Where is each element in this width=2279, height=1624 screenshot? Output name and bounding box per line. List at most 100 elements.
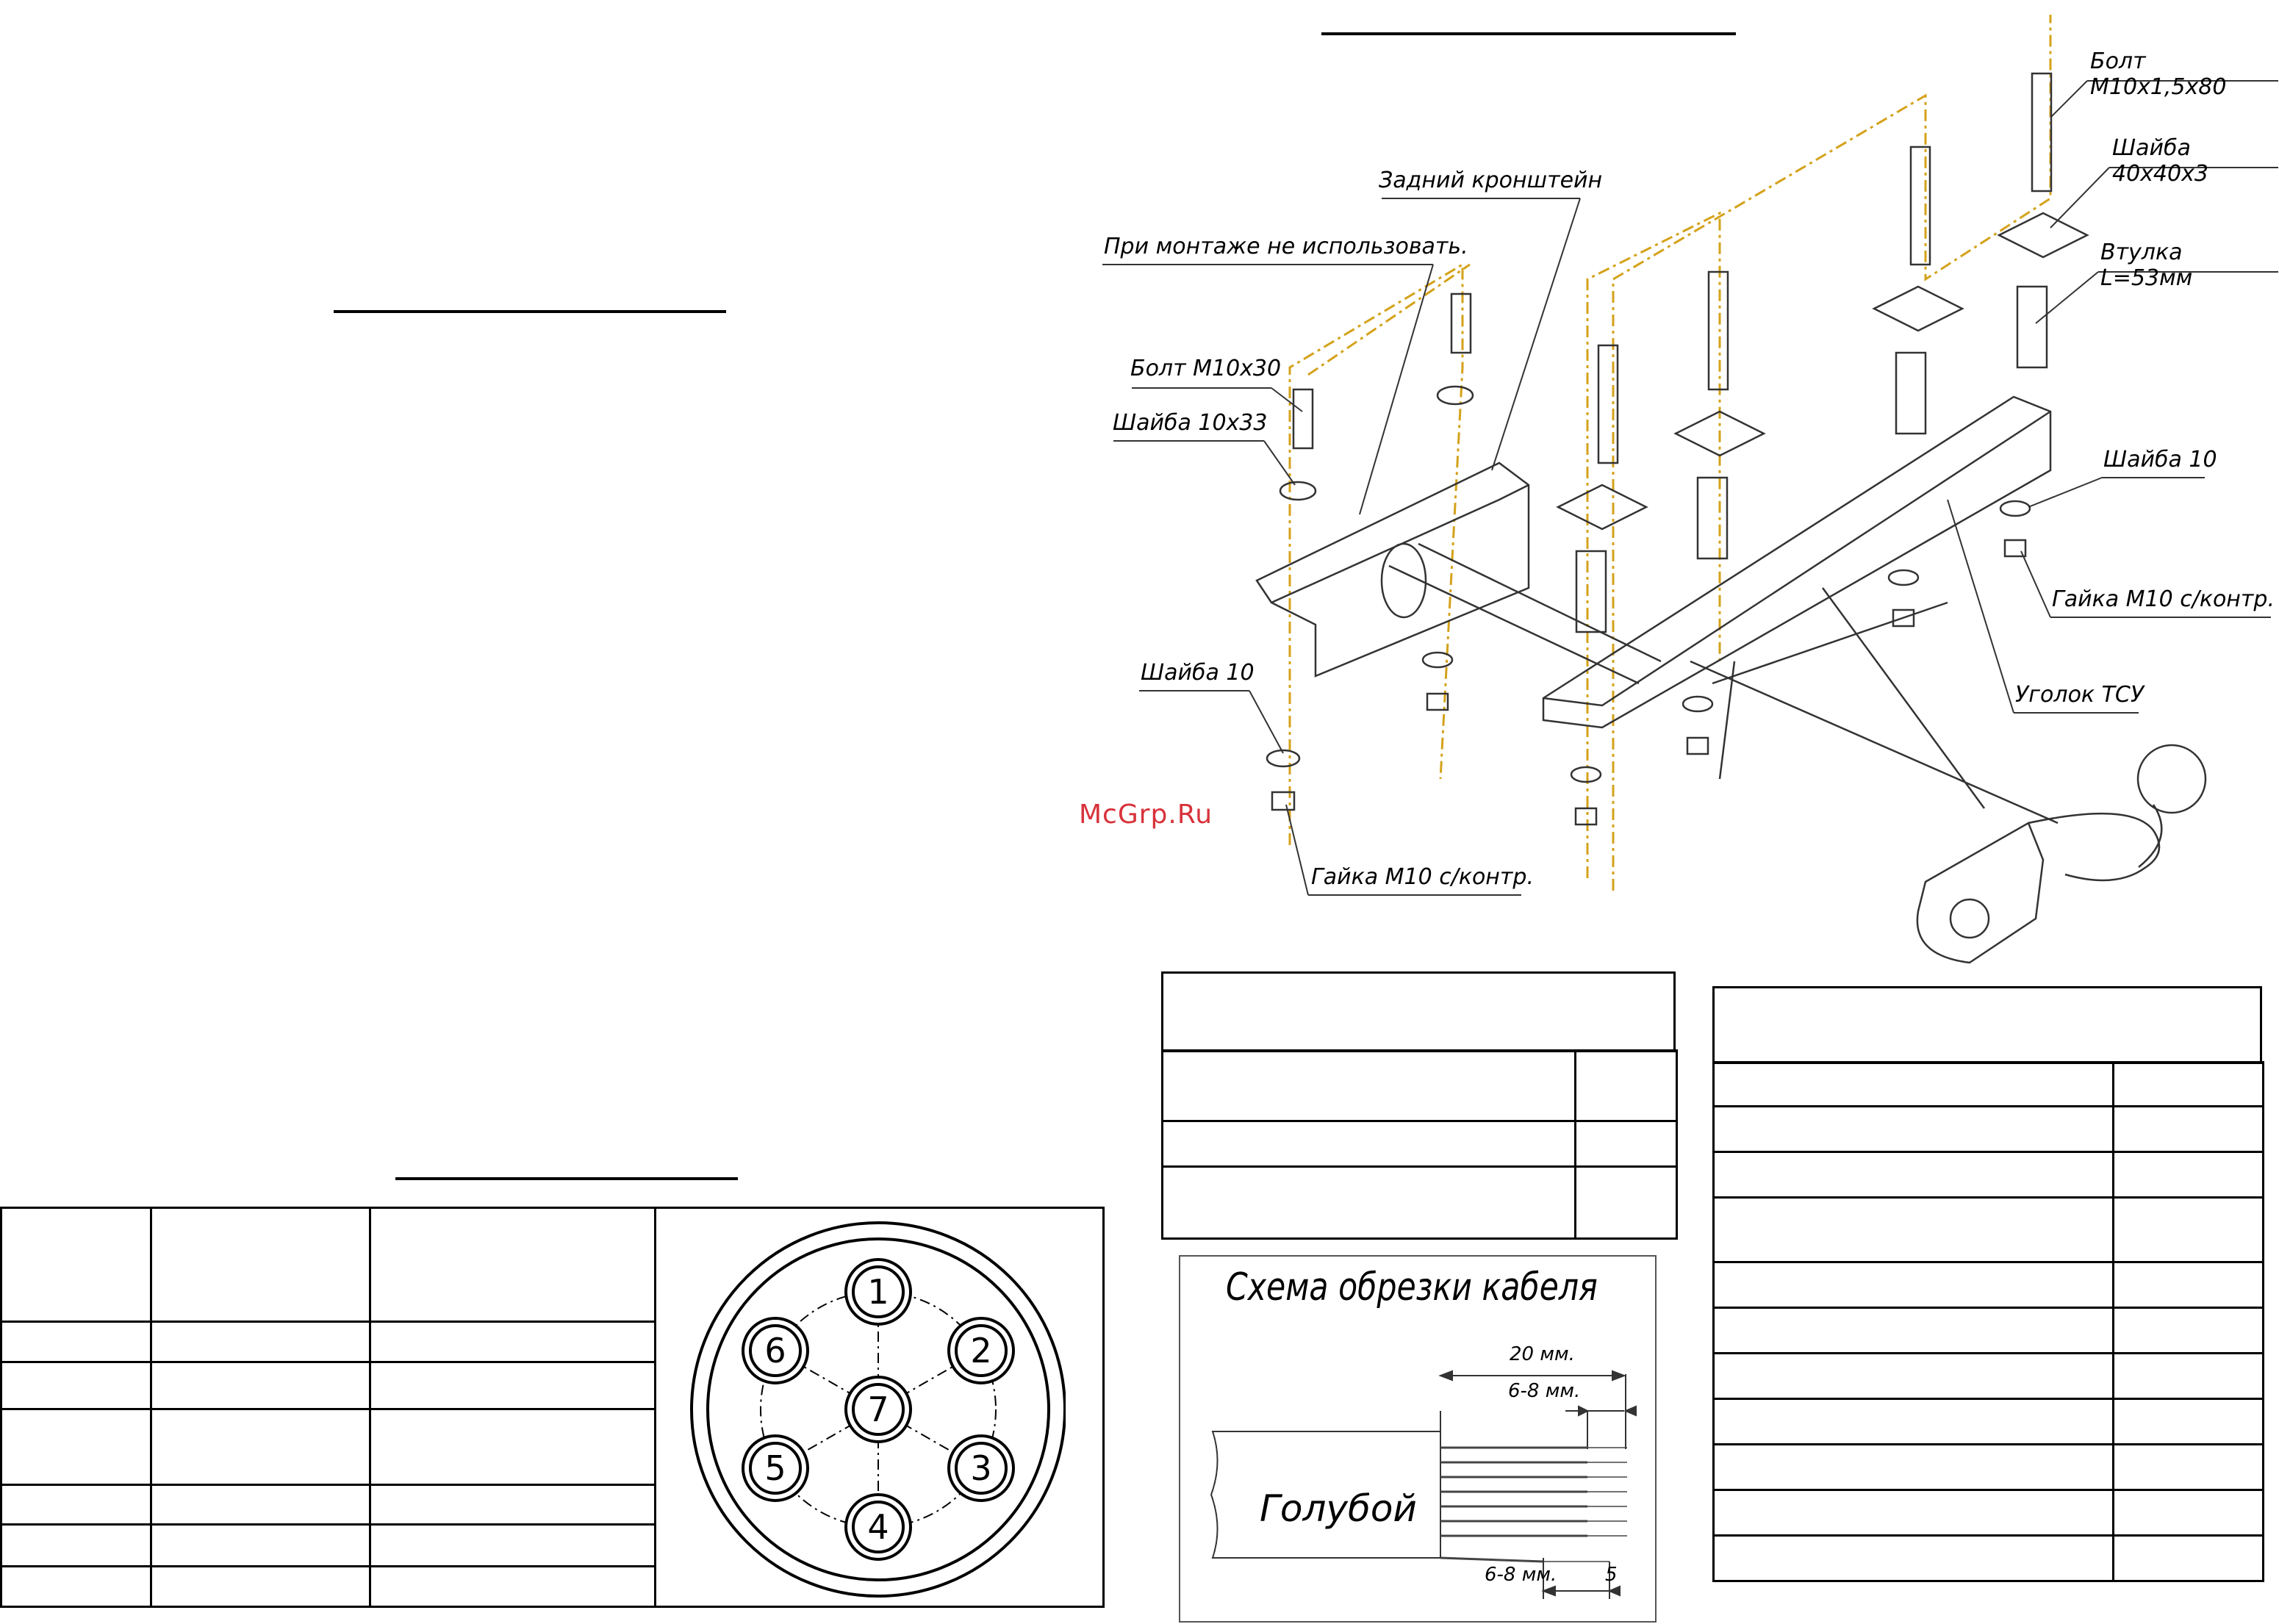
label-angle-tsu: Уголок ТСУ <box>2015 682 2145 708</box>
table-cell <box>1574 1165 1678 1240</box>
table-cell <box>1712 1261 2114 1309</box>
label-rear-bracket: Задний кронштейн <box>1379 168 1603 193</box>
socket-plate <box>1916 822 2045 964</box>
label-washer-10-right: Шайба 10 <box>2103 447 2217 473</box>
table-cell <box>1712 1196 2114 1263</box>
angle-beam <box>1542 395 2052 729</box>
table-cell <box>2112 1196 2264 1263</box>
socket-diagram-box <box>654 1207 1105 1608</box>
hitch-frame <box>1690 587 2059 824</box>
label-sleeve-l53: Втулка L=53мм <box>2100 240 2193 291</box>
cross-tube <box>1388 542 1662 685</box>
label-washer-10-left: Шайба 10 <box>1141 660 1255 686</box>
table-cell <box>369 1407 656 1486</box>
cable-scheme-drawing <box>1210 1370 1637 1599</box>
table-cell <box>150 1565 371 1608</box>
table-cell <box>1712 1398 2114 1445</box>
pin-label-4: 4 <box>867 1507 889 1547</box>
table-cell <box>369 1361 656 1410</box>
table-cell <box>0 1407 152 1486</box>
table-cell <box>2112 1443 2264 1491</box>
label-washer-10x33: Шайба 10х33 <box>1113 410 1268 436</box>
table-cell <box>2112 1489 2264 1537</box>
socket-pin-3 <box>947 1434 1015 1502</box>
table-cell <box>2112 1307 2264 1354</box>
cable-dim-20mm: 20 мм. <box>1510 1343 1575 1365</box>
pin-label-6: 6 <box>764 1331 786 1370</box>
socket-pin-5 <box>742 1434 809 1502</box>
table-cell <box>150 1523 371 1568</box>
table-cell <box>369 1321 656 1364</box>
pinout-table <box>0 1206 656 1608</box>
pin-label-7: 7 <box>867 1390 889 1429</box>
table-cell <box>1574 1049 1678 1122</box>
table-cell <box>1574 1120 1678 1168</box>
table-cell <box>369 1206 656 1323</box>
blue-wire <box>1440 1556 1544 1563</box>
heading-rule-bottom <box>395 1177 738 1180</box>
pin-label-3: 3 <box>970 1448 991 1488</box>
specs-table-middle <box>1161 1049 1678 1240</box>
table-cell <box>1712 1489 2114 1537</box>
bolt <box>2031 72 2053 193</box>
table-cell <box>2112 1105 2264 1153</box>
cable-wire-color-label: Голубой <box>1260 1487 1417 1530</box>
cable-dim-6-8mm-bottom: 6-8 мм. <box>1485 1564 1557 1586</box>
watermark: McGrp.Ru <box>1079 800 1213 830</box>
table-cell <box>1712 1352 2114 1400</box>
sleeve <box>2016 285 2048 369</box>
pin-label-1: 1 <box>867 1272 889 1312</box>
cable-scheme-title: Схема обрезки кабеля <box>1226 1265 1598 1309</box>
table-cell <box>2112 1398 2264 1445</box>
label-washer-40x40x3: Шайба 40х40х3 <box>2112 135 2208 187</box>
table-cell <box>369 1523 656 1568</box>
label-nut-m10-right: Гайка М10 с/контр. <box>2052 586 2275 612</box>
bolt <box>1909 145 1931 266</box>
sleeve <box>1696 476 1729 560</box>
table-cell <box>1712 1105 2114 1153</box>
table-cell <box>2112 1151 2264 1199</box>
socket-pin-7 <box>844 1376 912 1443</box>
hitch-arm <box>2028 812 2161 882</box>
sleeve <box>1895 351 1927 435</box>
socket-pin-4 <box>844 1493 912 1561</box>
table-cell <box>1712 1307 2114 1354</box>
assembly-axis-right <box>1612 15 2052 891</box>
table-cell <box>0 1321 152 1364</box>
table-cell <box>0 1361 152 1410</box>
heading-rule-top <box>1321 32 1736 35</box>
cable-dim-5: 5 <box>1605 1564 1618 1586</box>
table-cell <box>1712 1151 2114 1199</box>
pin-label-2: 2 <box>970 1331 991 1370</box>
table-cell <box>0 1206 152 1323</box>
table-cell <box>2112 1261 2264 1309</box>
table-cell <box>150 1361 371 1410</box>
socket-pin-1 <box>844 1258 912 1326</box>
pin-label-5: 5 <box>764 1448 786 1488</box>
towbar-exploded-drawing <box>1102 15 2278 964</box>
table-cell <box>150 1483 371 1526</box>
specs-table-right-header <box>1712 986 2262 1064</box>
table-cell <box>369 1483 656 1526</box>
cable-jacket <box>1210 1431 1441 1559</box>
table-cell <box>150 1206 371 1323</box>
table-cell <box>1712 1443 2114 1491</box>
table-cell <box>2112 1534 2264 1582</box>
table-cell <box>369 1565 656 1608</box>
table-cell <box>150 1321 371 1364</box>
label-do-not-use: При монтаже не использовать. <box>1104 234 1468 259</box>
socket-pin-2 <box>947 1317 1015 1384</box>
label-bolt-m10x1-5x80: Болт М10х1,5х80 <box>2090 48 2227 100</box>
assembly-axis-mid <box>1586 211 1721 878</box>
label-bolt-m10x30: Болт М10х30 <box>1130 356 1282 381</box>
table-cell <box>2112 1352 2264 1400</box>
table-cell <box>1712 1061 2114 1107</box>
table-cell <box>0 1565 152 1608</box>
socket-pinout-diagram: 1 2 3 4 5 6 7 <box>690 1221 1066 1598</box>
specs-table-right <box>1712 1061 2264 1582</box>
table-cell <box>1712 1534 2114 1582</box>
bolt <box>1597 344 1619 464</box>
assembly-axis-top-left <box>1307 263 1471 376</box>
bolt <box>1450 292 1472 354</box>
cable-dim-6-8mm-top: 6-8 мм. <box>1508 1380 1581 1402</box>
